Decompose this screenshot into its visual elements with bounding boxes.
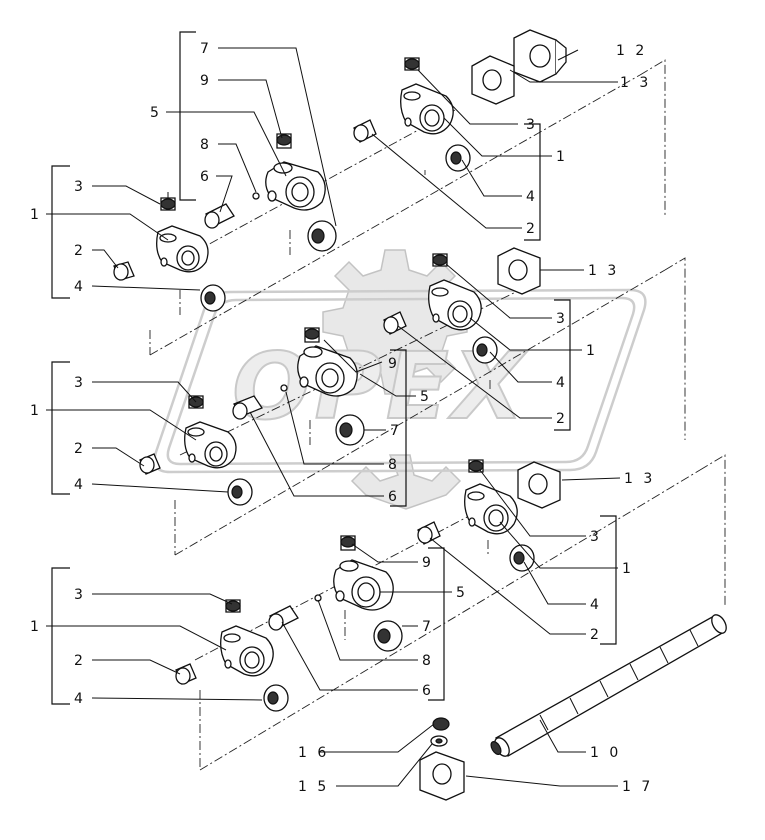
callout-3: 3 (526, 117, 538, 133)
pin-2e (417, 521, 441, 545)
callout-5: 5 (456, 585, 468, 601)
adjusting-screw-3c (432, 253, 448, 267)
callout-6: 6 (422, 683, 434, 699)
callout-2: 2 (74, 243, 86, 259)
support-12 (513, 29, 567, 83)
callout-8: 8 (422, 653, 434, 669)
watermark-logo: OPEX (153, 249, 647, 510)
rocker-arm-1b (400, 83, 454, 135)
callout-9: 9 (422, 555, 434, 571)
callout-3: 3 (74, 587, 86, 603)
callout-15: 1 5 (298, 779, 329, 795)
callout-4: 4 (556, 375, 568, 391)
roller-4c (472, 336, 498, 364)
roller-4b (445, 144, 471, 172)
roller-4e (509, 544, 535, 572)
rocker-arm-1a (156, 225, 209, 273)
adjusting-screw-9b (304, 327, 320, 343)
callout-1: 1 (30, 619, 42, 635)
group-brackets (51, 31, 617, 705)
roller-7a (307, 220, 337, 252)
support-13b (497, 247, 541, 295)
callout-10: 1 0 (590, 745, 621, 761)
callout-8: 8 (200, 137, 212, 153)
callout-13: 1 3 (620, 75, 651, 91)
callout-labels: 7 9 5 8 6 3 1 2 4 1 2 1 3 3 1 4 2 1 3 3 … (30, 41, 655, 795)
callout-1: 1 (586, 343, 598, 359)
callout-13: 1 3 (588, 263, 619, 279)
callout-12: 1 2 (616, 43, 647, 59)
callout-9: 9 (200, 73, 212, 89)
callout-1: 1 (30, 207, 42, 223)
callout-1: 1 (622, 561, 634, 577)
pin-8a (252, 192, 260, 200)
callout-9: 9 (388, 356, 400, 372)
callout-4: 4 (526, 189, 538, 205)
callout-13: 1 3 (624, 471, 655, 487)
pin-6b (232, 395, 263, 420)
adjusting-screw-3a (160, 192, 176, 211)
nut-16 (432, 717, 450, 731)
callout-3: 3 (590, 529, 602, 545)
callout-5: 5 (420, 389, 432, 405)
roller-7b (335, 414, 365, 446)
callout-2: 2 (556, 411, 568, 427)
callout-6: 6 (388, 489, 400, 505)
roller-7c (373, 620, 403, 652)
adjusting-screw-9a (276, 133, 292, 149)
support-13c (517, 461, 561, 509)
adjusting-screw-3e (468, 459, 484, 473)
callout-16: 1 6 (298, 745, 329, 761)
callout-8: 8 (388, 457, 400, 473)
rocker-arm-1f (220, 625, 274, 677)
adjusting-screw-3f (225, 599, 241, 613)
pin-2b (353, 119, 377, 143)
roller-4f (263, 684, 289, 712)
callout-1: 1 (556, 149, 568, 165)
callout-7: 7 (200, 41, 212, 57)
callout-3: 3 (74, 375, 86, 391)
pin-8b (280, 384, 288, 392)
washer-15 (430, 735, 448, 747)
callout-1: 1 (30, 403, 42, 419)
callout-4: 4 (74, 691, 86, 707)
callout-4: 4 (74, 477, 86, 493)
callout-3: 3 (556, 311, 568, 327)
callout-7: 7 (390, 423, 402, 439)
rocker-arm-1c (428, 279, 482, 331)
rocker-arm-5c (333, 559, 394, 611)
pin-6c (268, 605, 299, 631)
rocker-arm-1d (184, 421, 237, 469)
callout-2: 2 (590, 627, 602, 643)
callout-4: 4 (74, 279, 86, 295)
adjusting-screw-9c (340, 535, 356, 551)
pin-2d (139, 453, 161, 475)
callout-2: 2 (74, 653, 86, 669)
callout-17: 1 7 (622, 779, 653, 795)
callout-5: 5 (150, 105, 162, 121)
support-17 (419, 751, 465, 801)
callout-6: 6 (200, 169, 212, 185)
rocker-arm-1e (464, 483, 518, 535)
pin-6a (204, 203, 235, 229)
roller-4a (200, 284, 226, 312)
leader-lines (46, 47, 621, 787)
rocker-shaft-10 (490, 614, 727, 757)
pin-2a (113, 261, 135, 281)
callout-3: 3 (74, 179, 86, 195)
callout-4: 4 (590, 597, 602, 613)
rocker-arm-5a (265, 161, 326, 211)
adjusting-screw-3b (404, 57, 420, 71)
callout-2: 2 (526, 221, 538, 237)
callout-7: 7 (422, 619, 434, 635)
pin-2f (175, 663, 197, 685)
callout-2: 2 (74, 441, 86, 457)
support-13a (471, 55, 515, 105)
roller-4d (227, 478, 253, 506)
